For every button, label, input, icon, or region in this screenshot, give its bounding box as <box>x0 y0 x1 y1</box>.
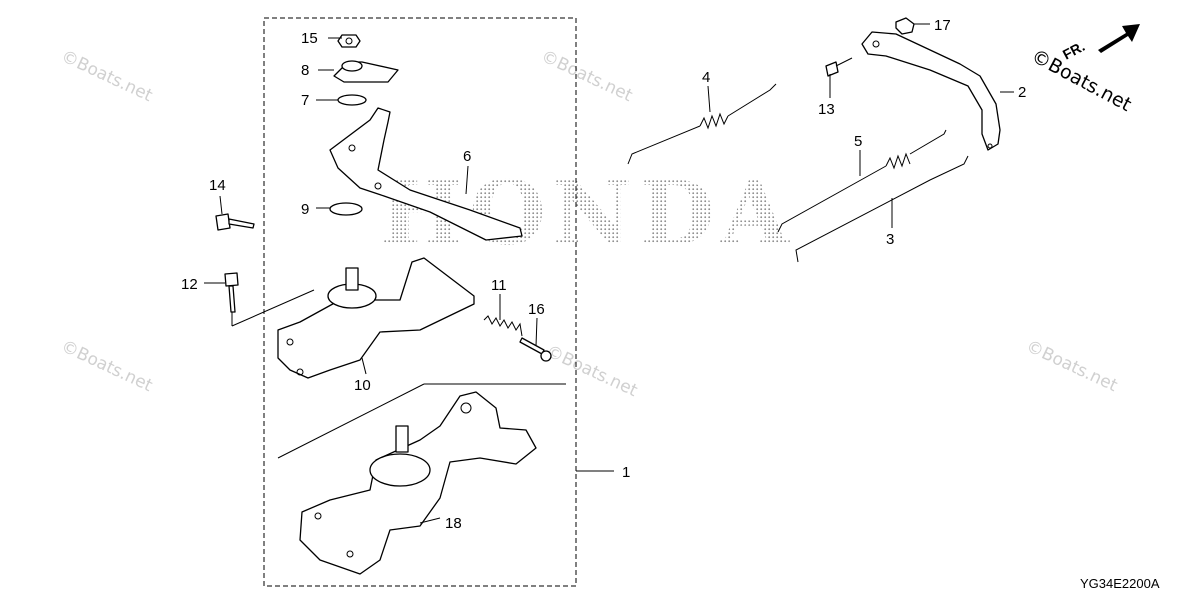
part-7-washer <box>337 94 367 106</box>
part-17-nut <box>895 17 915 35</box>
part-9-washer <box>329 202 363 216</box>
callout-17: 17 <box>934 17 951 34</box>
part-2-lever-arm <box>861 31 1001 151</box>
callout-7: 7 <box>301 92 309 109</box>
part-8-plate <box>333 60 399 83</box>
part-6-lever <box>329 107 523 241</box>
callout-11: 11 <box>491 277 507 294</box>
front-direction-arrow-icon <box>1098 24 1140 53</box>
part-16-screw <box>519 337 552 362</box>
watermark-3: ©Boats.net <box>58 336 156 396</box>
part-14-bolt <box>215 213 255 231</box>
callout-8: 8 <box>301 62 309 79</box>
callout-4: 4 <box>702 69 710 86</box>
callout-13: 13 <box>818 101 835 118</box>
callout-9: 9 <box>301 201 309 218</box>
callout-16: 16 <box>528 301 545 318</box>
part-4-spring-rod <box>627 83 777 165</box>
callout-2: 2 <box>1018 84 1026 101</box>
callout-3: 3 <box>886 231 894 248</box>
watermark-5: ©Boats.net <box>1023 336 1121 396</box>
watermark-4: ©Boats.net <box>543 341 641 401</box>
assembly-box <box>263 17 577 587</box>
part-3-rod <box>795 155 969 263</box>
callout-5: 5 <box>854 133 862 150</box>
callout-1: 1 <box>622 464 630 481</box>
part-11-spring <box>483 315 523 337</box>
part-5-spring-rod <box>777 129 947 233</box>
callout-15: 15 <box>301 30 318 47</box>
part-18-base-plate <box>299 391 537 575</box>
callout-12: 12 <box>181 276 198 293</box>
part-15-nut <box>337 34 361 48</box>
watermark-1: ©Boats.net <box>58 46 156 106</box>
corner-brand-text: ©Boats.net <box>1028 45 1135 116</box>
callout-14: 14 <box>209 177 226 194</box>
part-10-base-plate <box>277 257 475 379</box>
diagram-code: YG34E2200A <box>1080 576 1160 591</box>
part-13-bolt <box>825 57 853 77</box>
callout-6: 6 <box>463 148 471 165</box>
part-12-bolt <box>224 272 239 313</box>
callout-18: 18 <box>445 515 462 532</box>
watermark-2: ©Boats.net <box>538 46 636 106</box>
callout-10: 10 <box>354 377 371 394</box>
